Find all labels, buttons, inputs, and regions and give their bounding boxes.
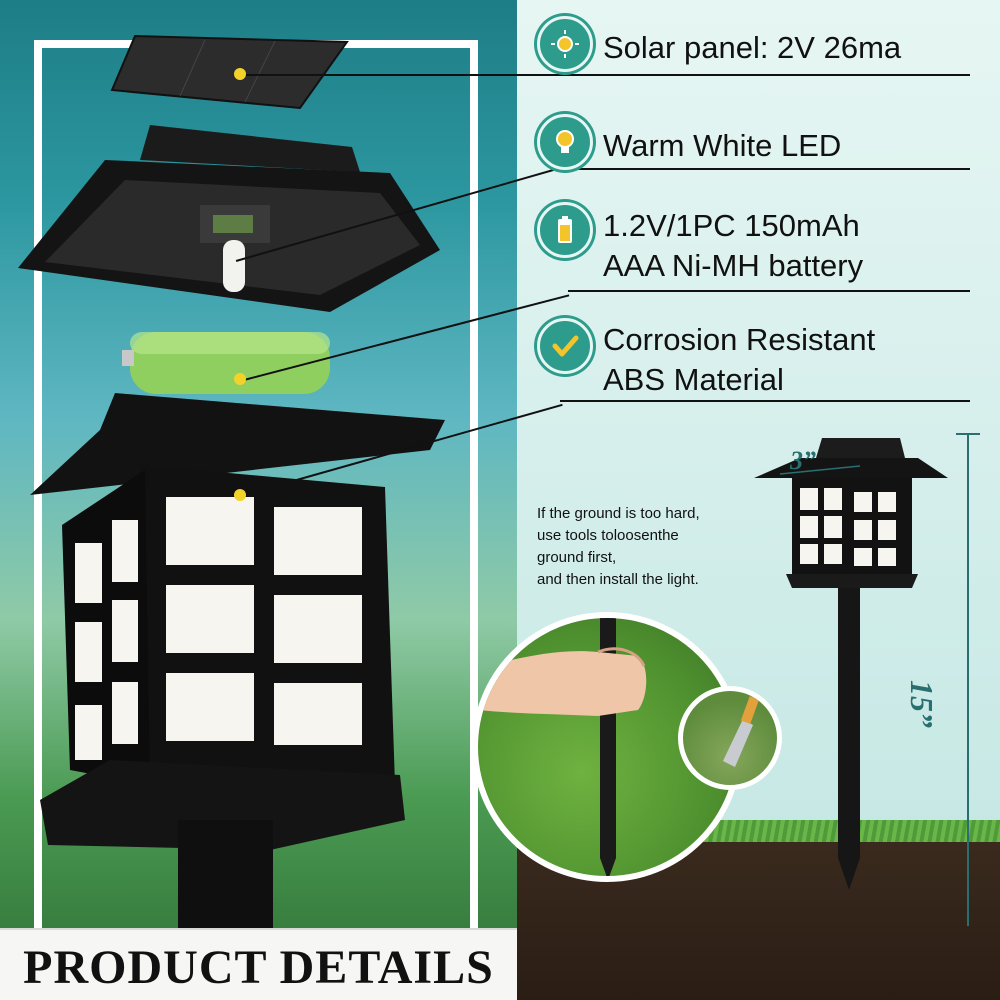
feature-battery-label-line2: AAA Ni-MH battery xyxy=(603,248,864,283)
installation-note-line: use tools toloosenthe xyxy=(537,527,679,544)
trowel-photo xyxy=(678,686,782,790)
trowel-icon xyxy=(723,696,760,767)
width-dimension-marker xyxy=(779,465,861,475)
installation-note-line: and then install the light. xyxy=(537,571,699,588)
callout-dot xyxy=(234,68,246,80)
product-details-title: PRODUCT DETAILS xyxy=(23,941,494,994)
callout-dot xyxy=(234,373,246,385)
installation-note-line: If the ground is too hard, xyxy=(537,505,700,522)
installation-note-line: ground first, xyxy=(537,549,617,566)
feature-material-label-line1: Corrosion Resistant xyxy=(603,322,876,357)
leader-line xyxy=(240,74,970,76)
exploded-lamp-illustration xyxy=(18,34,445,930)
height-dimension-label: 15” xyxy=(904,680,940,728)
feature-led-label: Warm White LED xyxy=(603,128,842,163)
leader-line xyxy=(560,400,970,402)
battery-icon xyxy=(537,202,593,258)
leader-line xyxy=(565,168,970,170)
battery-part xyxy=(122,332,330,394)
leader-line xyxy=(568,290,970,292)
width-dimension-label: 3” xyxy=(790,446,816,475)
sun-icon xyxy=(537,16,593,72)
callout-dot xyxy=(234,489,246,501)
checkmark-icon xyxy=(537,318,593,374)
lightbulb-icon xyxy=(537,114,593,170)
height-dimension-marker xyxy=(956,433,980,926)
feature-battery-label-line1: 1.2V/1PC 150mAh xyxy=(603,208,860,243)
assembled-lamp-illustration xyxy=(754,438,948,890)
feature-material-label-line2: ABS Material xyxy=(603,362,784,397)
lid-with-led-part xyxy=(18,125,440,312)
bottom-banner xyxy=(0,928,517,1000)
feature-solar-panel-label: Solar panel: 2V 26ma xyxy=(603,30,902,65)
hand-pushing-stake-illustration xyxy=(478,618,647,876)
installation-note: If the ground is too hard, use tools tol… xyxy=(537,503,700,591)
solar-panel-part xyxy=(110,34,349,110)
lamp-body-part xyxy=(30,393,445,930)
